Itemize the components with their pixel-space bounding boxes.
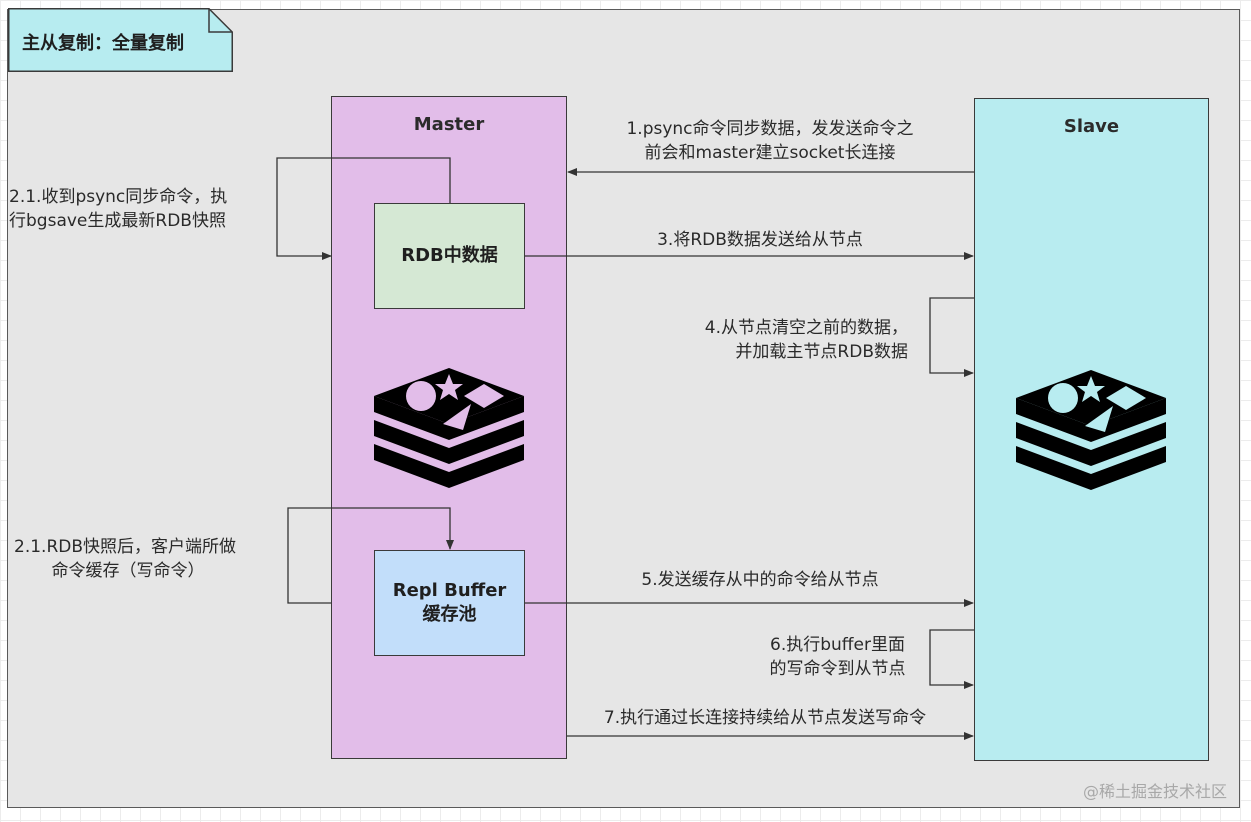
- step-7-label: 7.执行通过长连接持续给从节点发送写命令: [560, 706, 970, 730]
- step-5-label: 5.发送缓存从中的命令给从节点: [600, 568, 920, 592]
- rdb-data-box: RDB中数据: [374, 203, 525, 309]
- title-note: [8, 8, 233, 72]
- step-7-text: 7.执行通过长连接持续给从节点发送写命令: [603, 708, 927, 728]
- step-4-line-2: 并加载主节点RDB数据: [735, 342, 908, 362]
- step-2-1-top-line-2: 行bgsave生成最新RDB快照: [9, 211, 226, 231]
- repl-buffer-sublabel: 缓存池: [422, 604, 477, 625]
- arrow-step-4: [929, 297, 974, 377]
- step-6-line-1: 6.执行buffer里面: [770, 635, 905, 655]
- diagram-title: 主从复制：全量复制: [22, 33, 184, 54]
- step-2-1-top-label: 2.1.收到psync同步命令，执 行bgsave生成最新RDB快照: [9, 185, 227, 233]
- step-3-text: 3.将RDB数据发送给从节点: [657, 230, 863, 250]
- step-1-label: 1.psync命令同步数据，发发送命令之 前会和master建立socket长连…: [590, 117, 950, 165]
- watermark: @稀土掘金技术社区: [1082, 782, 1227, 801]
- arrow-step-2-1-top: [276, 157, 451, 260]
- arrow-step-6: [929, 629, 974, 689]
- step-6-label: 6.执行buffer里面 的写命令到从节点: [745, 633, 930, 681]
- master-title: Master: [413, 114, 485, 135]
- rdb-data-label: RDB中数据: [401, 245, 498, 266]
- step-6-line-2: 的写命令到从节点: [769, 659, 906, 679]
- slave-title: Slave: [1063, 116, 1120, 137]
- step-4-label: 4.从节点清空之前的数据， 并加载主节点RDB数据: [640, 316, 908, 364]
- step-2-1-bottom-label: 2.1.RDB快照后，客户端所做 命令缓存（写命令）: [14, 535, 274, 583]
- slave-redis-logo-icon: [1016, 370, 1166, 490]
- step-2-1-top-line-1: 2.1.收到psync同步命令，执: [9, 187, 228, 207]
- arrow-step-2-1-bottom: [287, 507, 454, 604]
- step-2-1-bottom-line-1: 2.1.RDB快照后，客户端所做: [14, 537, 237, 557]
- step-4-line-1: 4.从节点清空之前的数据，: [704, 318, 908, 338]
- step-3-label: 3.将RDB数据发送给从节点: [600, 228, 920, 252]
- step-1-line-2: 前会和master建立socket长连接: [644, 143, 896, 163]
- repl-buffer-box: Repl Buffer 缓存池: [374, 550, 525, 656]
- master-redis-logo-icon: [374, 368, 524, 488]
- step-5-text: 5.发送缓存从中的命令给从节点: [641, 570, 879, 590]
- step-1-line-1: 1.psync命令同步数据，发发送命令之: [626, 119, 914, 139]
- repl-buffer-label: Repl Buffer: [392, 580, 507, 601]
- step-2-1-bottom-line-2: 命令缓存（写命令）: [51, 561, 205, 581]
